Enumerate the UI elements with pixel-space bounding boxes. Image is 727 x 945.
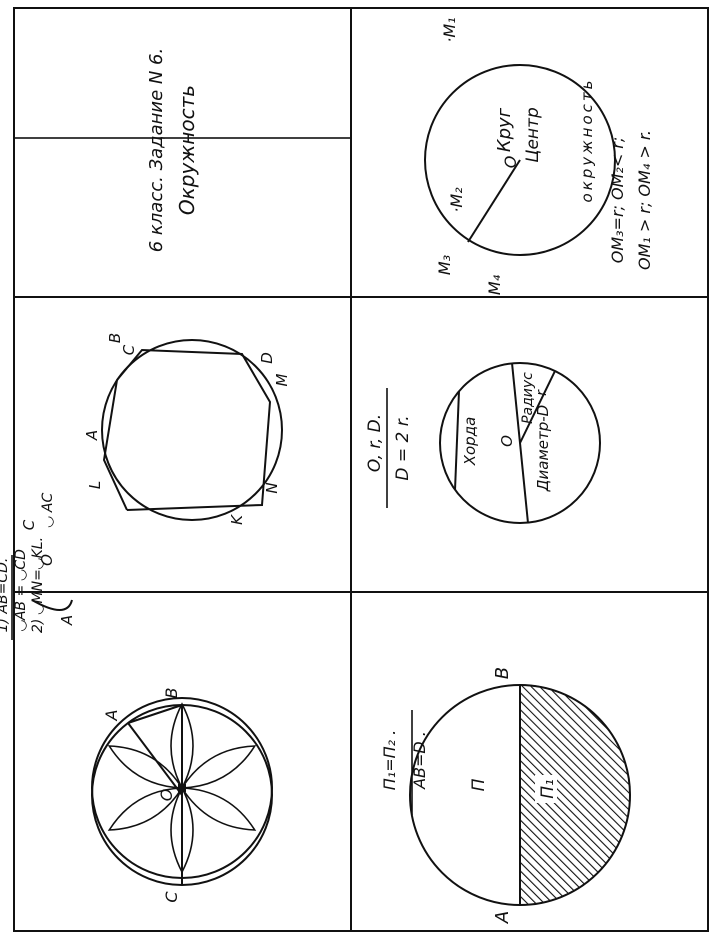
worksheet-grid xyxy=(13,7,709,932)
label-radius: Радиус xyxy=(520,372,536,424)
label-p: П xyxy=(469,778,489,791)
panel-flower xyxy=(91,697,273,879)
label-a-small: A xyxy=(58,615,76,626)
title-line1: 6 класс. Задание N 6. xyxy=(146,48,167,253)
label-m1: ·M₁ xyxy=(440,17,459,42)
relation-mn-kl: 2) ◡MN=◡KL. xyxy=(30,537,46,633)
label-arc-ac: ◡ AC xyxy=(40,492,56,527)
label-m2: ·M₂ xyxy=(447,187,466,213)
label-d: D xyxy=(258,352,276,364)
label-okruzhnost: окружность xyxy=(578,78,596,203)
label-p1: П₁ xyxy=(538,779,558,799)
label-o-tri: O xyxy=(157,789,176,802)
label-diametr: Диаметр-D xyxy=(534,405,552,492)
inscribed-polygon xyxy=(102,348,272,511)
label-o-center: O xyxy=(501,156,520,169)
label-l: L xyxy=(86,481,104,489)
relation-2: OM₁ > r; OM₄ > r. xyxy=(635,130,654,270)
relation-arc-ab-cd: ◡AB = ◡CD xyxy=(13,549,29,631)
formula-d-2r: D = 2 r. xyxy=(393,415,413,480)
formula-ab-d: AB=D . xyxy=(410,731,429,790)
small-arc xyxy=(31,599,73,611)
label-krug: Круг xyxy=(494,107,515,152)
title-line2: Окружность xyxy=(175,85,199,215)
relation-1: OM₃=r; OM₂< r; xyxy=(608,137,627,264)
chord-line xyxy=(454,390,460,491)
label-c-tri: C xyxy=(162,891,181,903)
diameter-line xyxy=(511,362,529,524)
label-a: A xyxy=(83,430,101,441)
label-tsentr: Центр xyxy=(523,107,543,163)
label-m: M xyxy=(273,373,291,386)
label-o-chord: O xyxy=(498,435,516,447)
segment-ao xyxy=(127,722,183,796)
panel-circle-parts: O Круг Центр ·M₂ M₃ M₄ ·M₁ окружность OM… xyxy=(424,17,654,295)
label-b: B xyxy=(492,667,513,679)
formula-p1-p2: П₁=П₂ . xyxy=(380,730,399,790)
title-box xyxy=(13,7,352,139)
label-r: r xyxy=(534,389,550,396)
panel-triangle: A B C O xyxy=(91,688,273,903)
label-c-small: C xyxy=(20,519,38,530)
label-b-tri: B xyxy=(162,688,181,699)
panel-halves: A B П₁ П AB=D . П₁=П₂ . xyxy=(380,667,631,924)
label-k: K xyxy=(228,514,246,525)
label-m4: M₄ xyxy=(485,274,504,295)
segment-ab xyxy=(127,704,183,724)
formula-ord: O, r, D. xyxy=(365,414,385,472)
radius-om3 xyxy=(467,159,521,243)
label-m3: M₃ xyxy=(435,255,454,275)
label-c: C xyxy=(120,344,138,355)
label-o-small: O xyxy=(38,554,56,566)
radius-line xyxy=(519,370,556,444)
label-b: B xyxy=(106,333,124,343)
label-n: N xyxy=(263,482,281,493)
circle-arcs xyxy=(101,339,283,521)
circle-main xyxy=(424,64,616,256)
panel-arcs: C ◡ AC O A A L B C D M N K 1) AB=CD. ◡AB… xyxy=(0,333,291,640)
relation-ab-cd: 1) AB=CD. xyxy=(0,558,11,633)
circle-chord xyxy=(439,362,601,524)
panel-chord: Хорда O Радиус r Диаметр-D O, r, D. D = … xyxy=(365,362,601,524)
label-a: A xyxy=(492,911,513,924)
panel-title: 6 класс. Задание N 6. Окружность xyxy=(13,7,352,253)
label-a-tri: A xyxy=(102,710,121,722)
label-khorda: Хорда xyxy=(461,417,479,467)
